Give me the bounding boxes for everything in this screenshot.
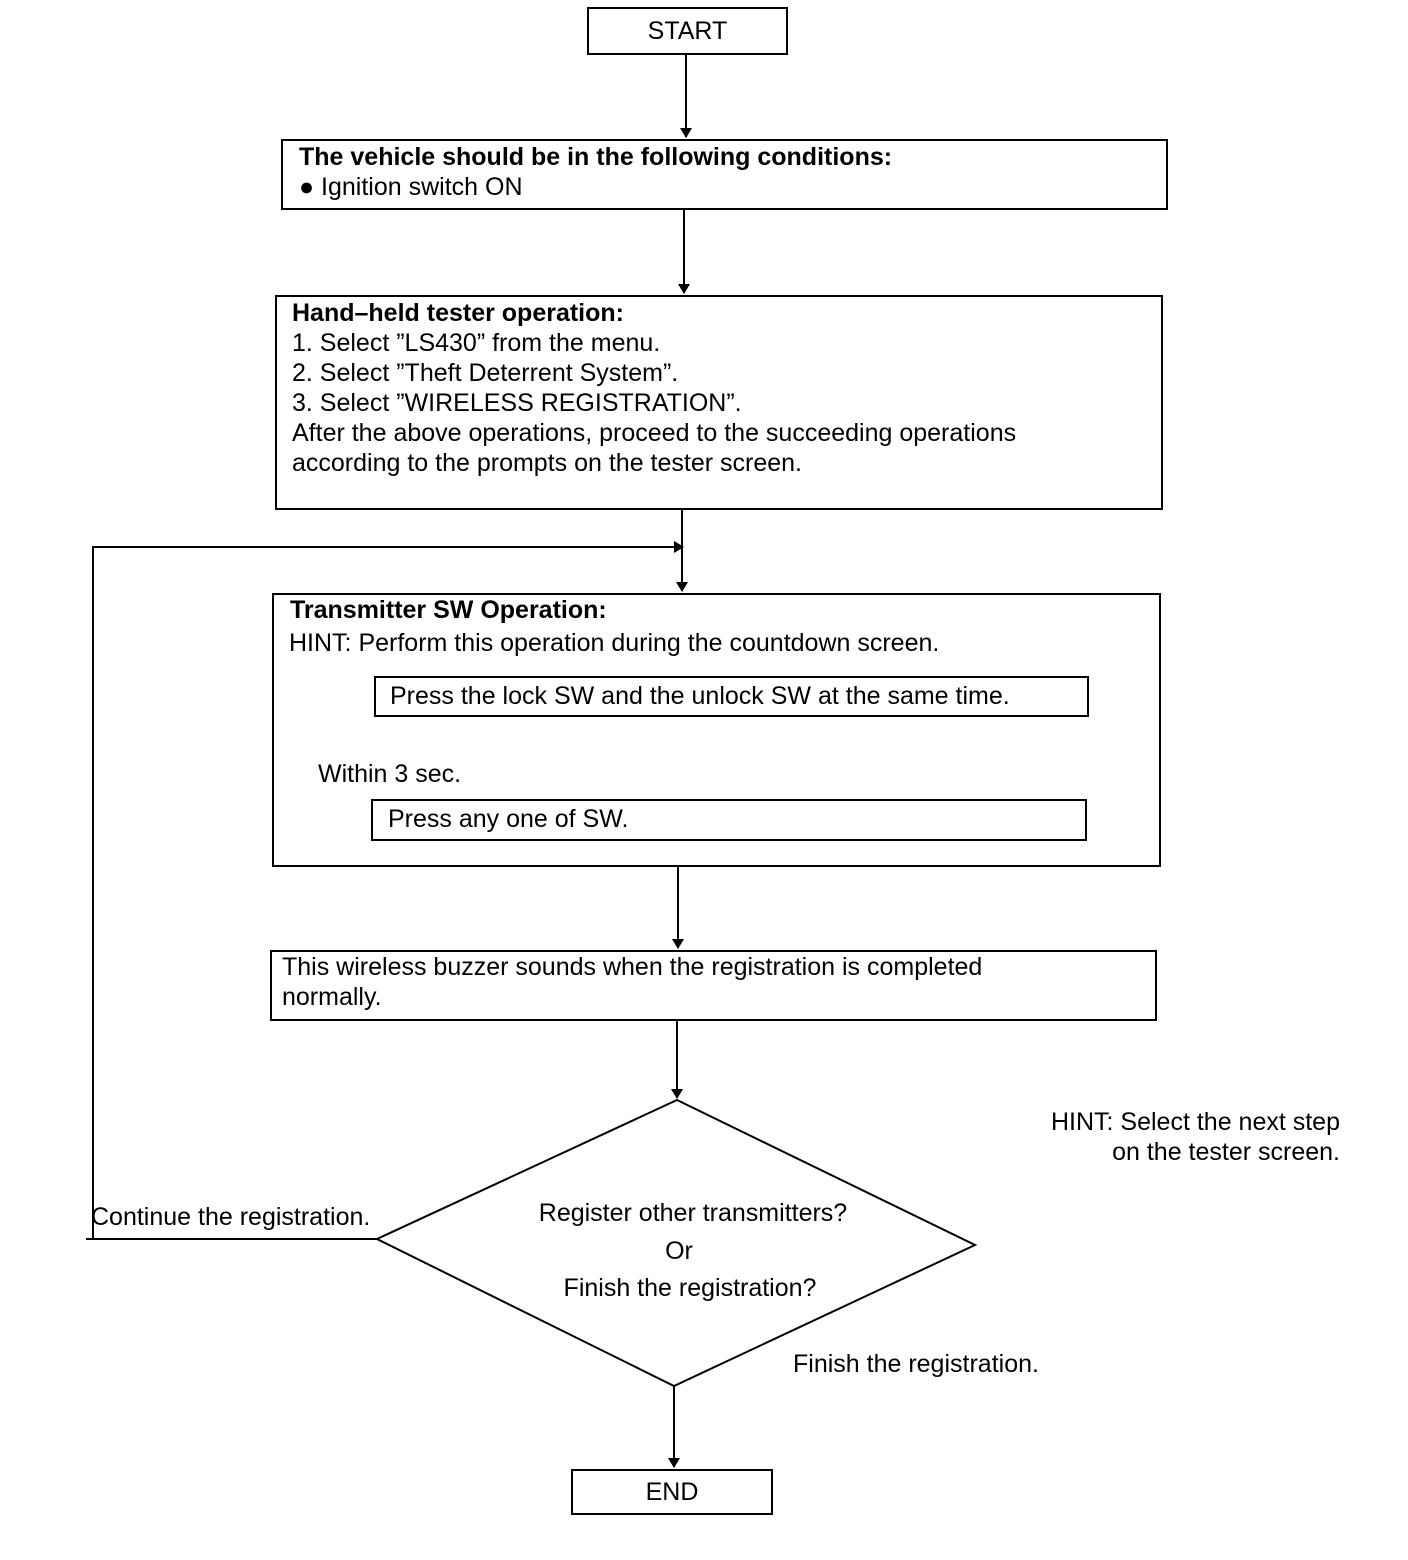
start-terminal: START — [587, 7, 788, 55]
step-press-lock-unlock-label: Press the lock SW and the unlock SW at t… — [390, 682, 1010, 710]
decision-line-2: Or — [665, 1237, 693, 1265]
decision-line-3: Finish the registration? — [563, 1274, 817, 1302]
tester-operation-text: Hand–held tester operation: 1. Select ”L… — [292, 298, 1016, 478]
tester-heading: Hand–held tester operation: — [292, 299, 624, 327]
tester-step-3: 3. Select ”WIRELESS REGISTRATION”. — [292, 389, 742, 417]
transmitter-heading: Transmitter SW Operation: — [290, 596, 607, 624]
start-label: START — [647, 17, 728, 45]
connector-loop-back — [86, 541, 684, 1240]
tester-note-line-1: After the above operations, proceed to t… — [292, 419, 1017, 447]
hint-next-line-2: on the tester screen. — [1112, 1138, 1340, 1166]
buzzer-box: This wireless buzzer sounds when the reg… — [270, 950, 1157, 1021]
hint-next-line-1: HINT: Select the next step — [1050, 1108, 1340, 1136]
conditions-item-ignition: ● Ignition switch ON — [299, 173, 523, 201]
decision-diamond — [374, 1098, 978, 1388]
transmitter-hint: HINT: Perform this operation during the … — [289, 629, 940, 657]
interval-label: Within 3 sec. — [318, 760, 462, 788]
hint-next-step: HINT: Select the next step on the tester… — [1010, 1107, 1340, 1167]
buzzer-line-1: This wireless buzzer sounds when the reg… — [282, 953, 983, 981]
step-press-lock-unlock-box: Press the lock SW and the unlock SW at t… — [374, 676, 1089, 717]
conditions-box: The vehicle should be in the following c… — [281, 139, 1168, 210]
step-press-any-box: Press any one of SW. — [371, 799, 1087, 841]
end-label: END — [645, 1478, 699, 1506]
tester-step-1: 1. Select ”LS430” from the menu. — [292, 329, 661, 357]
branch-continue-label: Continue the registration. — [91, 1203, 371, 1231]
step-press-any-label: Press any one of SW. — [388, 805, 629, 833]
conditions-heading: The vehicle should be in the following c… — [299, 143, 893, 171]
tester-operation-box: Hand–held tester operation: 1. Select ”L… — [275, 295, 1163, 510]
conditions-text: The vehicle should be in the following c… — [299, 142, 892, 202]
branch-finish-label: Finish the registration. — [793, 1350, 1039, 1378]
tester-step-2: 2. Select ”Theft Deterrent System”. — [292, 359, 679, 387]
tester-note-line-2: according to the prompts on the tester s… — [292, 449, 802, 477]
buzzer-text: This wireless buzzer sounds when the reg… — [282, 952, 982, 1012]
decision-line-1: Register other transmitters? — [538, 1199, 848, 1227]
end-terminal: END — [571, 1469, 773, 1515]
buzzer-line-2: normally. — [282, 983, 382, 1011]
